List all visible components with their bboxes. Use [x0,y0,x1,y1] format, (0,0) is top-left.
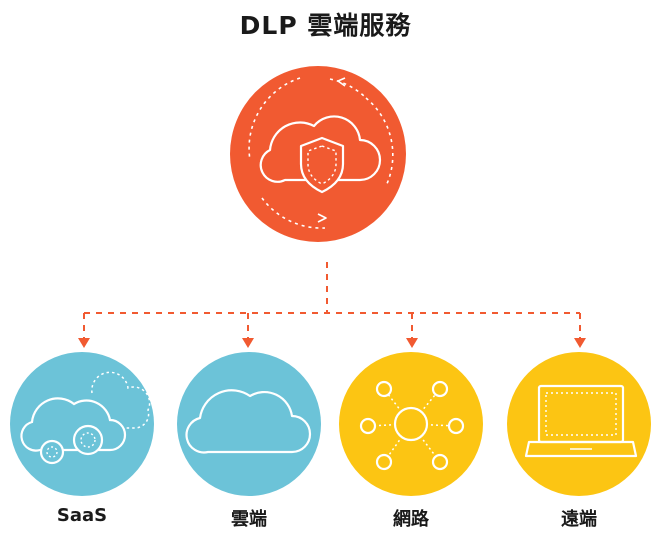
cloud-icon [185,389,312,454]
node-cloud [177,352,321,496]
cloud-circle [177,352,321,496]
node-label-cloud: 雲端 [231,509,267,530]
saas-circle [10,352,154,496]
network-nodes-icon [359,380,465,471]
node-label-remote: 遠端 [561,509,597,530]
hub-node [230,66,406,242]
connector-arrowheads [78,338,586,348]
node-label-network: 網路 [393,509,429,530]
laptop-icon [524,384,638,458]
remote-circle [507,352,651,496]
diagram-title: DLP 雲端服務 [239,11,412,40]
node-remote [507,352,651,496]
arrowhead-cloud [242,338,254,348]
cloud-shield-icon [248,77,394,229]
cloud-gears-icon [20,371,151,465]
node-saas [10,352,154,496]
node-network [339,352,483,496]
arrowhead-saas [78,338,90,348]
arrowhead-network [406,338,418,348]
arrowhead-remote [574,338,586,348]
node-label-saas: SaaS [56,505,108,526]
connector-lines [83,262,581,340]
